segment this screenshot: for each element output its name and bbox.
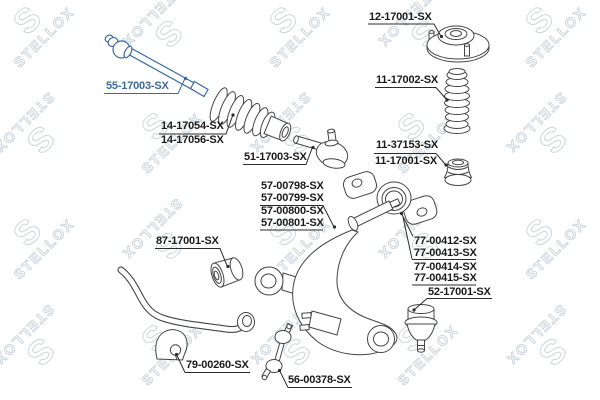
bump-stop-drawing [443,158,473,186]
part-label-57-00799-sx[interactable]: 57-00799-SX [261,192,324,204]
inner-tie-rod-drawing[interactable] [104,34,209,98]
arm-bushing-drawing [210,257,244,288]
part-label-14-17054-sx[interactable]: 14-17054-SX [161,120,224,132]
part-label-51-17003-sx[interactable]: 51-17003-SX [244,151,307,163]
ball-joint-drawing [404,304,438,353]
part-label-57-00801-sx[interactable]: 57-00801-SX [261,217,324,229]
control-arm-drawing [254,198,401,356]
strut-mount-drawing [426,25,490,63]
part-label-11-17002-sx[interactable]: 11-17002-SX [376,74,439,86]
stabilizer-link-drawing [261,322,294,381]
part-label-77-00412-sx[interactable]: 77-00412-SX [414,235,477,247]
leader-lines [104,23,492,388]
shock-boot-drawing [443,68,471,134]
part-label-87-17001-sx[interactable]: 87-17001-SX [156,235,219,247]
tie-rod-end-drawing [293,128,349,169]
part-label-52-17001-sx[interactable]: 52-17001-SX [428,286,491,298]
part-label-77-00413-sx[interactable]: 77-00413-SX [414,247,477,259]
part-label-55-17003-sx-selected[interactable]: 55-17003-SX [106,80,169,92]
part-label-79-00260-sx[interactable]: 79-00260-SX [186,359,249,371]
part-label-77-00415-sx[interactable]: 77-00415-SX [414,272,477,284]
part-label-14-17056-sx[interactable]: 14-17056-SX [161,134,224,146]
stabilizer-bushing-drawing [155,329,188,361]
part-label-56-00378-sx[interactable]: 56-00378-SX [288,374,351,386]
part-label-12-17001-sx[interactable]: 12-17001-SX [369,11,432,23]
part-label-57-00798-sx[interactable]: 57-00798-SX [261,180,324,192]
part-label-77-00414-sx[interactable]: 77-00414-SX [414,261,477,273]
part-label-57-00800-sx[interactable]: 57-00800-SX [261,205,324,217]
part-label-11-37153-sx[interactable]: 11-37153-SX [376,139,439,151]
part-label-11-17001-sx[interactable]: 11-17001-SX [375,155,438,167]
stabilizer-bar-drawing [117,266,255,333]
steering-boot-drawing [209,87,292,142]
